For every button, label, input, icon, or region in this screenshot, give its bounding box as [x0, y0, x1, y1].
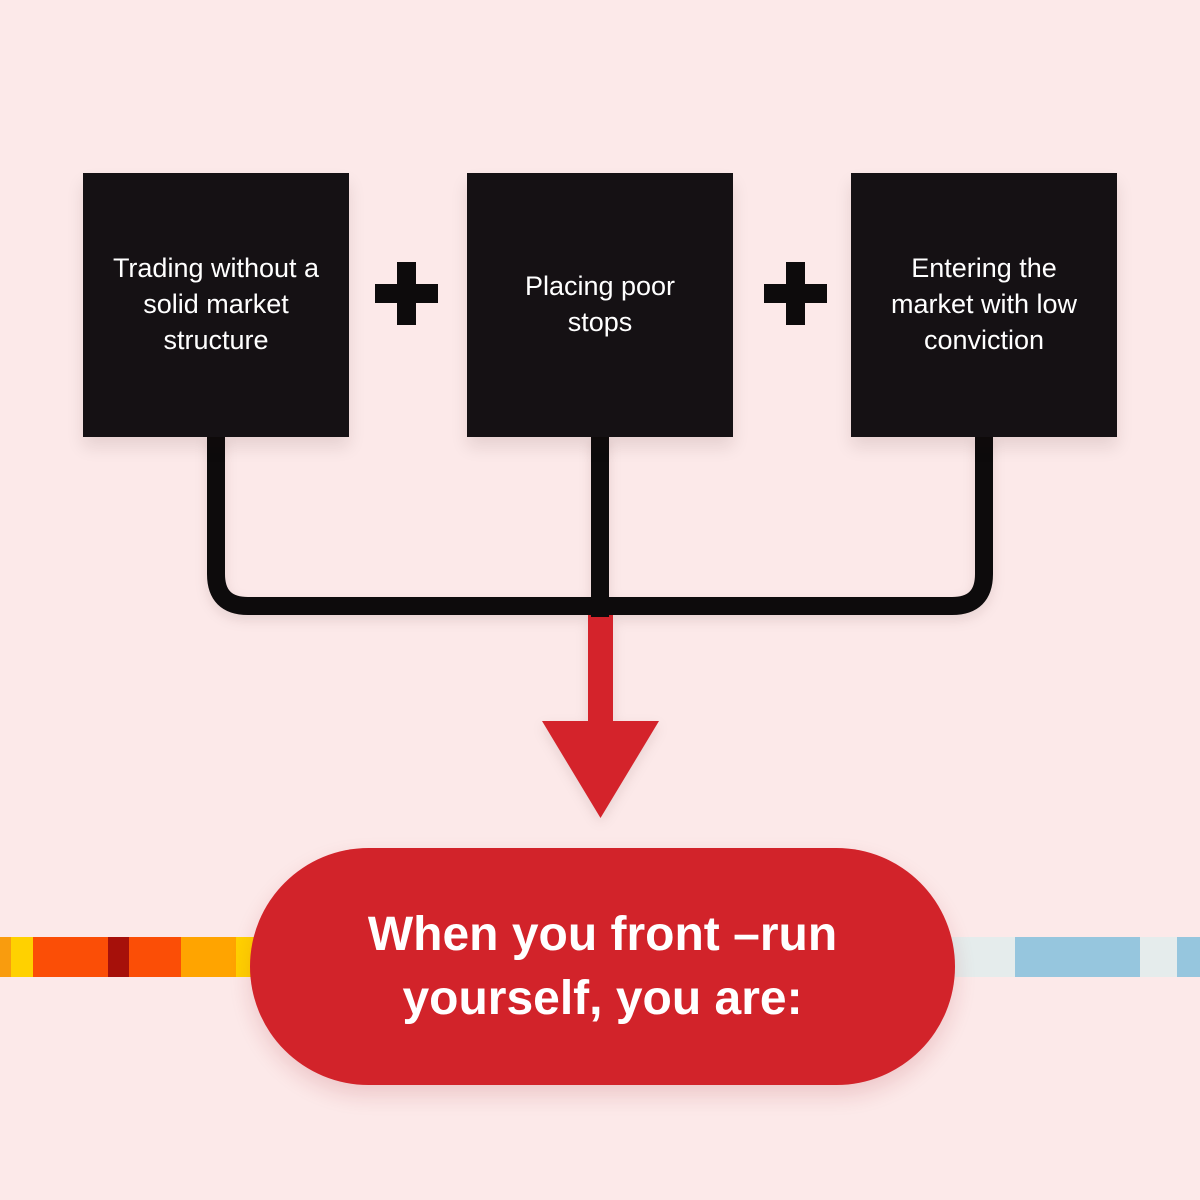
stripe-segment [11, 937, 33, 977]
cause-box-2: Placing poor stops [467, 173, 733, 437]
cause-box-1-label: Trading without a solid market structure [112, 253, 320, 355]
cause-box-1: Trading without a solid market structure [83, 173, 349, 437]
plus-icon [764, 262, 827, 325]
stripe-segment [236, 937, 254, 977]
cause-box-2-label: Placing poor stops [524, 271, 676, 337]
stripe-band-left [0, 937, 254, 977]
stripe-segment [181, 937, 236, 977]
plus-icon [375, 262, 438, 325]
cause-box-3: Entering the market with low conviction [851, 173, 1117, 437]
down-arrow-icon [542, 604, 659, 818]
stripe-segment [1015, 937, 1140, 977]
stripe-segment [129, 937, 181, 977]
result-pill-line-1: When you front –run [367, 908, 838, 962]
stripe-segment [1177, 937, 1200, 977]
stripe-segment [0, 937, 11, 977]
connector-lines [207, 434, 993, 617]
stripe-segment [108, 937, 129, 977]
result-pill-line-2: yourself, you are: [402, 971, 803, 1025]
stripe-band-right [952, 937, 1200, 977]
stripe-segment [1140, 937, 1177, 977]
stripe-segment [33, 937, 108, 977]
result-pill: When you front –run yourself, you are: [250, 848, 955, 1085]
cause-box-3-label: Entering the market with low conviction [890, 253, 1078, 355]
stripe-segment [952, 937, 1015, 977]
